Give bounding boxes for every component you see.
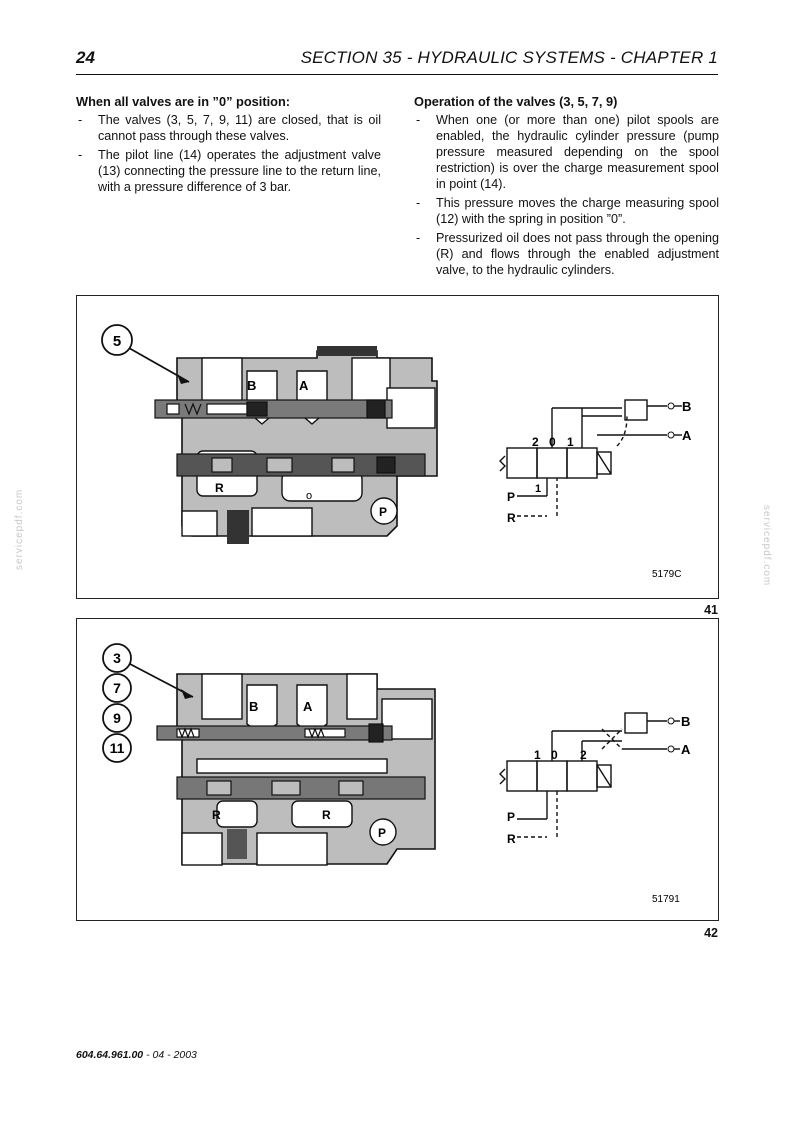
port-b: B (682, 399, 691, 414)
callout-circle (102, 733, 132, 763)
label-a: A (303, 699, 313, 714)
symbol-r: R (507, 511, 516, 525)
label-p: P (379, 505, 387, 519)
callout-circle (102, 643, 132, 673)
label-a: A (299, 378, 309, 393)
right-column: Operation of the valves (3, 5, 7, 9) - Wh… (414, 94, 719, 281)
list-item-text: Pressurized oil does not pass through th… (436, 231, 719, 277)
list-item-text: The pilot line (14) operates the adjustm… (98, 148, 381, 194)
drain-plug (227, 510, 249, 544)
list-item: - When one (or more than one) pilot spool… (414, 112, 719, 192)
upper-spool (154, 399, 393, 419)
left-heading: When all valves are in ”0” position: (76, 94, 291, 109)
valve-body-detail (181, 673, 433, 866)
label-r: R (215, 481, 224, 495)
hydraulic-symbol (499, 399, 667, 517)
dash: - (416, 231, 421, 245)
symbol-pos-2: 2 (580, 748, 587, 762)
dash: - (416, 113, 421, 127)
callout-circle (101, 324, 133, 356)
watermark-left: servicepdf.com (14, 488, 25, 570)
callout-3: 3 (113, 650, 121, 666)
pressure-port (370, 497, 398, 525)
label-o: o (306, 490, 312, 502)
footer-separator: - (143, 1049, 153, 1061)
figure-number-42: 42 (704, 926, 718, 940)
list-item: - Pressurized oil does not pass through t… (414, 230, 719, 278)
symbol-p: P (507, 490, 515, 504)
symbol-pos-2: 2 (532, 435, 539, 449)
callout-5: 5 (113, 333, 121, 350)
figure-code: 51791 (652, 894, 680, 905)
label-r-left: R (212, 808, 221, 822)
callout-11: 11 (110, 740, 125, 756)
symbol-pos-0: 0 (549, 435, 556, 449)
top-cap (317, 346, 377, 356)
figure-41: 5 B A R o P 2 0 1 1 P R B A 5179C (76, 295, 719, 599)
main-spool (176, 453, 426, 477)
hydraulic-symbol (499, 712, 667, 838)
page-footer: 604.64.961.00 - 04 - 2003 (76, 1049, 197, 1061)
dash: - (416, 196, 421, 210)
label-r-right: R (322, 808, 331, 822)
left-list: - The valves (3, 5, 7, 9, 11) are closed,… (76, 112, 381, 195)
watermark-right: servicepdf.com (761, 505, 772, 587)
symbol-inlet-1: 1 (535, 483, 541, 495)
section-title: SECTION 35 - HYDRAULIC SYSTEMS - CHAPTER… (300, 48, 718, 67)
label-b: B (249, 699, 258, 714)
right-heading: Operation of the valves (3, 5, 7, 9) (414, 94, 618, 109)
list-item-text: When one (or more than one) pilot spools… (436, 113, 719, 191)
list-item: - The valves (3, 5, 7, 9, 11) are closed,… (76, 112, 381, 144)
upper-spool (156, 723, 393, 743)
port-b: B (681, 714, 690, 729)
list-item-text: This pressure moves the charge measuring… (436, 196, 719, 226)
figure-code: 5179C (652, 569, 681, 580)
dash: - (78, 113, 83, 127)
symbol-p: P (507, 810, 515, 824)
right-list: - When one (or more than one) pilot spool… (414, 112, 719, 278)
callout-circle (102, 703, 132, 733)
callout-circle (102, 673, 132, 703)
figure-number-41: 41 (704, 603, 718, 617)
page-number: 24 (76, 48, 95, 67)
main-spool (176, 776, 426, 800)
list-item: - This pressure moves the charge measurin… (414, 195, 719, 227)
list-item: - The pilot line (14) operates the adjust… (76, 147, 381, 195)
port-a: A (681, 742, 691, 757)
doc-number: 604.64.961.00 (76, 1049, 144, 1061)
pressure-port (369, 818, 397, 846)
label-b: B (247, 378, 256, 393)
list-item-text: The valves (3, 5, 7, 9, 11) are closed, … (98, 113, 381, 143)
dash: - (78, 148, 83, 162)
figure-42-drawing: 3 7 9 11 B A R R P 1 0 2 P R B A 51791 (102, 643, 691, 905)
figure-42: 3 7 9 11 B A R R P 1 0 2 P R B A 51791 (76, 618, 719, 921)
callout-9: 9 (113, 710, 121, 726)
left-column: When all valves are in ”0” position: - Th… (76, 94, 381, 198)
page-header: 24 SECTION 35 - HYDRAULIC SYSTEMS - CHAP… (76, 44, 718, 75)
drain-plug (227, 829, 247, 859)
label-p: P (378, 826, 386, 840)
symbol-pos-1: 1 (567, 435, 574, 449)
symbol-pos-0: 0 (551, 748, 558, 762)
port-a: A (682, 428, 692, 443)
figure-41-drawing: 5 B A R o P 2 0 1 1 P R B A 5179C (101, 324, 692, 580)
symbol-pos-1: 1 (534, 748, 541, 762)
doc-date: 04 - 2003 (152, 1049, 197, 1061)
callout-7: 7 (113, 680, 121, 696)
symbol-r: R (507, 832, 516, 846)
